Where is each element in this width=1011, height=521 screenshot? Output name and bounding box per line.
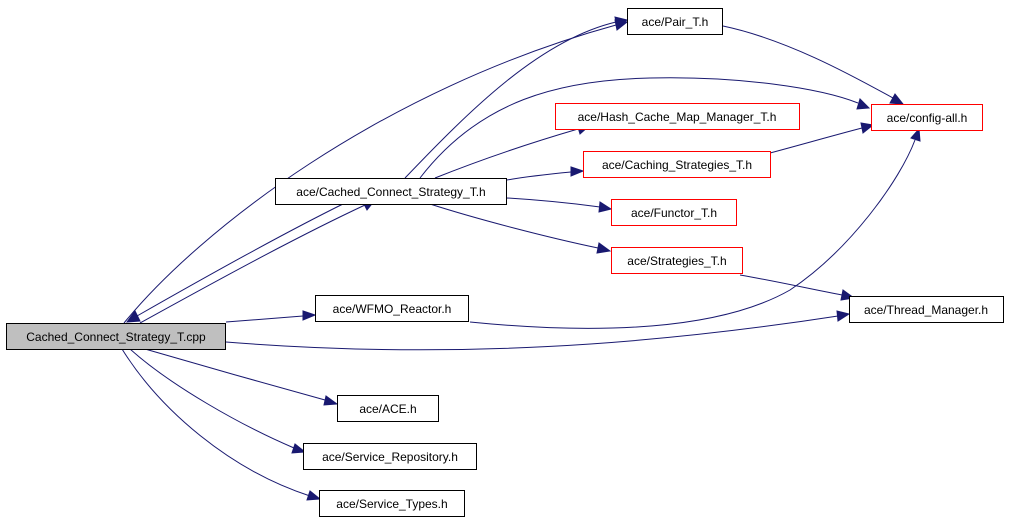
edge-strategies-to-thread bbox=[739, 274, 843, 296]
node-cached[interactable]: ace/Cached_Connect_Strategy_T.h bbox=[275, 178, 507, 205]
node-servrepo[interactable]: ace/Service_Repository.h bbox=[303, 443, 477, 470]
edge-cached-to-strategies bbox=[429, 203, 599, 249]
node-wfmo[interactable]: ace/WFMO_Reactor.h bbox=[315, 295, 469, 322]
arrowhead-root-to-ace bbox=[323, 395, 339, 406]
node-config[interactable]: ace/config-all.h bbox=[871, 104, 983, 131]
edge-root-to-wfmo bbox=[225, 315, 304, 323]
node-label-strategies: ace/Strategies_T.h bbox=[627, 254, 726, 268]
edge-layer bbox=[121, 16, 921, 501]
edge-root-to-pair bbox=[123, 24, 617, 324]
node-functor[interactable]: ace/Functor_T.h bbox=[611, 199, 737, 226]
arrowhead-root-to-thread bbox=[836, 310, 851, 322]
node-label-caching: ace/Caching_Strategies_T.h bbox=[602, 158, 752, 172]
edge-cached-to-root bbox=[136, 202, 346, 317]
edge-cached-to-pair bbox=[404, 21, 617, 179]
arrowhead-cached-to-functor bbox=[598, 201, 613, 213]
arrowhead-cached-to-caching bbox=[570, 166, 585, 177]
node-label-thread: ace/Thread_Manager.h bbox=[864, 303, 988, 317]
arrowhead-root-to-wfmo bbox=[302, 310, 317, 321]
arrowhead-cached-to-strategies bbox=[596, 242, 612, 254]
edge-root-to-cached bbox=[139, 204, 366, 324]
node-label-root: Cached_Connect_Strategy_T.cpp bbox=[26, 330, 206, 344]
node-servtypes[interactable]: ace/Service_Types.h bbox=[319, 490, 465, 517]
edge-root-to-ace bbox=[144, 348, 326, 401]
node-hashcache[interactable]: ace/Hash_Cache_Map_Manager_T.h bbox=[555, 103, 800, 130]
edge-wfmo-to-config bbox=[469, 139, 916, 329]
edge-cached-to-config bbox=[419, 77, 859, 179]
edge-root-to-thread bbox=[225, 315, 839, 351]
edge-cached-to-caching bbox=[506, 171, 572, 181]
edge-pair-to-config bbox=[722, 25, 894, 99]
arrowhead-cached-to-root bbox=[125, 310, 141, 323]
arrowhead-wfmo-to-config bbox=[910, 127, 921, 142]
node-root[interactable]: Cached_Connect_Strategy_T.cpp bbox=[6, 323, 226, 350]
node-label-config: ace/config-all.h bbox=[887, 111, 968, 125]
node-layer: Cached_Connect_Strategy_T.cpp ace/Pair_T… bbox=[6, 8, 1004, 517]
node-strategies[interactable]: ace/Strategies_T.h bbox=[611, 247, 743, 274]
node-label-pair: ace/Pair_T.h bbox=[642, 15, 709, 29]
edge-cached-to-functor bbox=[506, 197, 601, 208]
node-label-servtypes: ace/Service_Types.h bbox=[336, 497, 447, 511]
node-label-ace: ace/ACE.h bbox=[359, 402, 416, 416]
arrowhead-cached-to-pair bbox=[614, 16, 629, 28]
edge-caching-to-config bbox=[769, 127, 863, 154]
arrowhead-caching-to-config bbox=[860, 122, 875, 134]
edge-root-to-servtypes bbox=[121, 348, 311, 497]
node-caching[interactable]: ace/Caching_Strategies_T.h bbox=[583, 151, 771, 178]
node-label-wfmo: ace/WFMO_Reactor.h bbox=[333, 302, 452, 316]
arrowhead-pair-to-config bbox=[889, 93, 905, 105]
node-label-hashcache: ace/Hash_Cache_Map_Manager_T.h bbox=[578, 110, 777, 124]
node-pair[interactable]: ace/Pair_T.h bbox=[627, 8, 723, 35]
arrowhead-root-to-servtypes bbox=[306, 490, 322, 501]
node-ace[interactable]: ace/ACE.h bbox=[337, 395, 439, 422]
node-thread[interactable]: ace/Thread_Manager.h bbox=[849, 296, 1004, 323]
edge-cached-to-hashcache bbox=[434, 128, 579, 179]
node-label-servrepo: ace/Service_Repository.h bbox=[322, 450, 458, 464]
arrowhead-root-to-servrepo bbox=[291, 443, 307, 454]
node-label-cached: ace/Cached_Connect_Strategy_T.h bbox=[296, 185, 485, 199]
node-label-functor: ace/Functor_T.h bbox=[631, 206, 717, 220]
edge-root-to-servrepo bbox=[129, 348, 295, 449]
arrowhead-cached-to-config bbox=[856, 98, 871, 110]
